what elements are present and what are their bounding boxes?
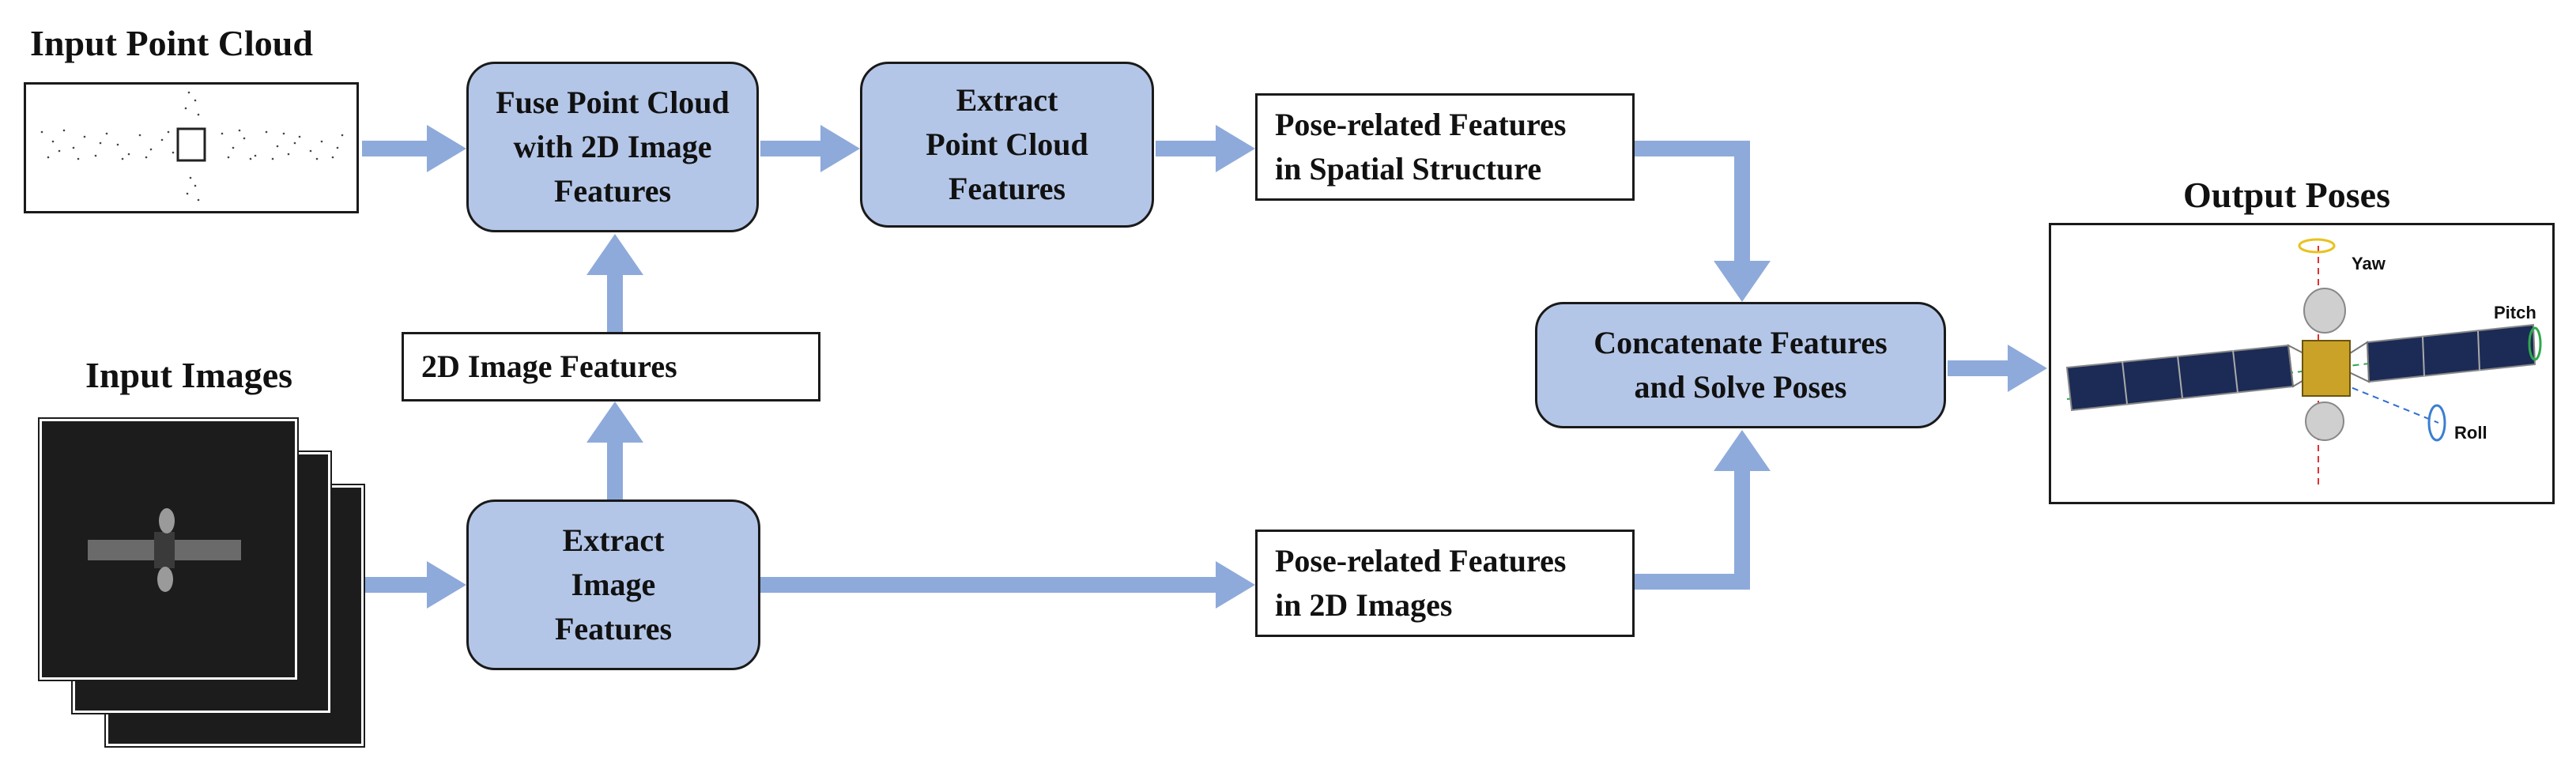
pose-2d-line-2: in 2D Images [1275,587,1453,623]
concatenate-features-box: Concatenate Features and Solve Poses [1535,302,1946,428]
pose-spatial-line-2: in Spatial Structure [1275,151,1542,187]
extract-img-line-1: Extract [562,522,665,558]
satellite-image-icon [88,508,241,592]
extract-pc-line-1: Extract [956,82,1058,118]
satellite-pose-icon [2065,238,2542,486]
input-images-heading: Input Images [85,355,293,395]
arrow-extract-img-to-pose-2d [760,561,1255,609]
point-cloud-satellite-icon [40,91,344,202]
pose-2d-line-1: Pose-related Features [1275,543,1567,579]
arrow-fuse-to-extract-pc [760,125,860,172]
arrow-extract-pc-to-pose-spatial [1156,125,1255,172]
pose-features-spatial-box: Pose-related Features in Spatial Structu… [1255,93,1635,201]
arrow-pose-2d-to-concat [1635,430,1771,590]
arrow-concat-to-output [1948,345,2047,392]
output-poses-heading: Output Poses [2183,175,2390,215]
pose-spatial-line-1: Pose-related Features [1275,107,1567,142]
extract-pc-line-3: Features [948,171,1066,206]
extract-pc-line-2: Point Cloud [926,126,1088,162]
extract-img-line-3: Features [554,611,673,646]
concat-line-2: and Solve Poses [1634,369,1847,405]
pose-features-2d-box: Pose-related Features in 2D Images [1255,530,1635,637]
arrow-img2d-to-fuse [586,234,643,332]
roll-label: Roll [2454,423,2487,443]
arrow-pointcloud-to-fuse [362,125,466,172]
fuse-line-3: Features [553,173,672,209]
arrow-images-to-extract-img [365,561,466,609]
input-image-frame-1 [38,417,299,681]
extract-img-line-2: Image [571,567,656,602]
fuse-line-1: Fuse Point Cloud [496,85,730,120]
input-point-cloud-heading: Input Point Cloud [30,23,313,63]
arrow-extract-img-to-img2d [586,401,643,499]
arrow-pose-spatial-to-concat [1635,141,1771,302]
output-poses-panel: Yaw Pitch Roll [2049,223,2555,504]
concat-line-1: Concatenate Features [1593,325,1888,360]
image-features-2d-box: 2D Image Features [402,332,820,401]
fuse-line-2: with 2D Image [513,129,712,164]
input-point-cloud-image [24,82,359,213]
img2d-label: 2D Image Features [421,349,677,384]
yaw-label: Yaw [2352,254,2386,273]
pitch-label: Pitch [2494,303,2536,322]
